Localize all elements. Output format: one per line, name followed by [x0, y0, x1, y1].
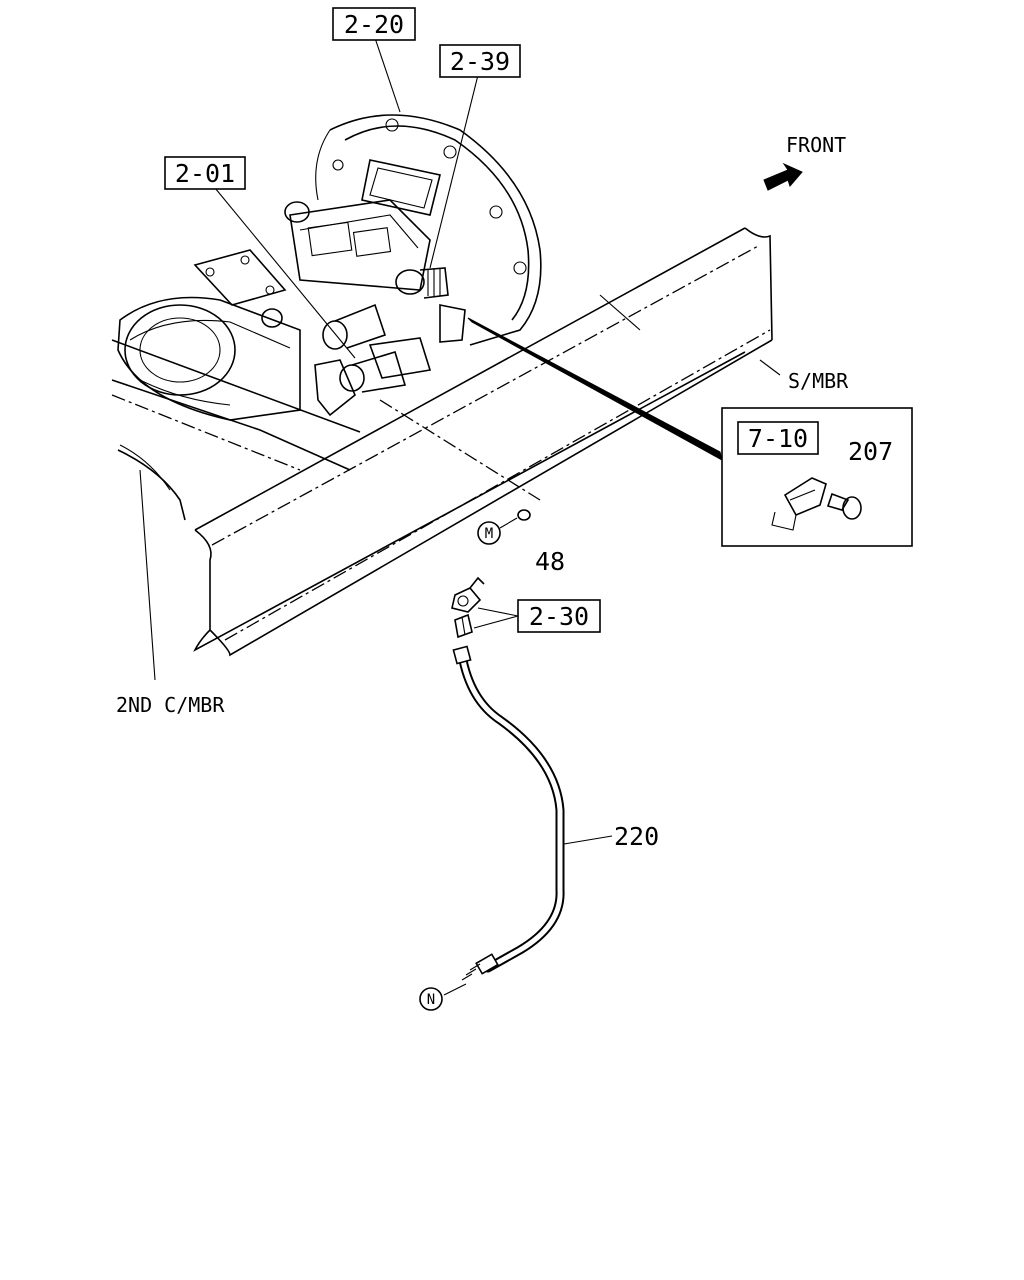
- callout-7-10-label: 7-10: [748, 424, 808, 453]
- callout-2-01: 2-01: [164, 156, 246, 190]
- callout-2-39-label: 2-39: [450, 47, 510, 76]
- callout-2-30: 2-30: [517, 599, 601, 633]
- callout-2-39: 2-39: [439, 44, 521, 78]
- front-label: FRONT: [786, 133, 846, 157]
- front-arrow-icon: [763, 162, 803, 191]
- transmission-assembly: [117, 114, 542, 421]
- hose-220: [452, 645, 565, 981]
- marker-m: M: [477, 521, 501, 545]
- part-number-220: 220: [614, 822, 659, 851]
- callout-2-20: 2-20: [332, 7, 416, 41]
- second-cross-member: [111, 339, 361, 681]
- marker-n-label: N: [427, 992, 435, 1008]
- o-ring-48: [517, 509, 531, 521]
- callout-2-20-label: 2-20: [344, 10, 404, 39]
- callout-2-01-label: 2-01: [175, 159, 235, 188]
- detail-view-pointer: [467, 317, 723, 461]
- marker-m-label: M: [485, 526, 493, 542]
- side-member-label: S/MBR: [788, 369, 849, 393]
- callout-2-30-label: 2-30: [529, 602, 589, 631]
- part-number-48: 48: [535, 547, 565, 576]
- union-fittings: [451, 576, 485, 639]
- second-cross-member-label: 2ND C/MBR: [116, 693, 225, 717]
- marker-n: N: [419, 987, 443, 1011]
- side-member-frame: [193, 227, 773, 657]
- part-number-207: 207: [848, 437, 893, 466]
- callout-7-10: 7-10: [737, 421, 819, 455]
